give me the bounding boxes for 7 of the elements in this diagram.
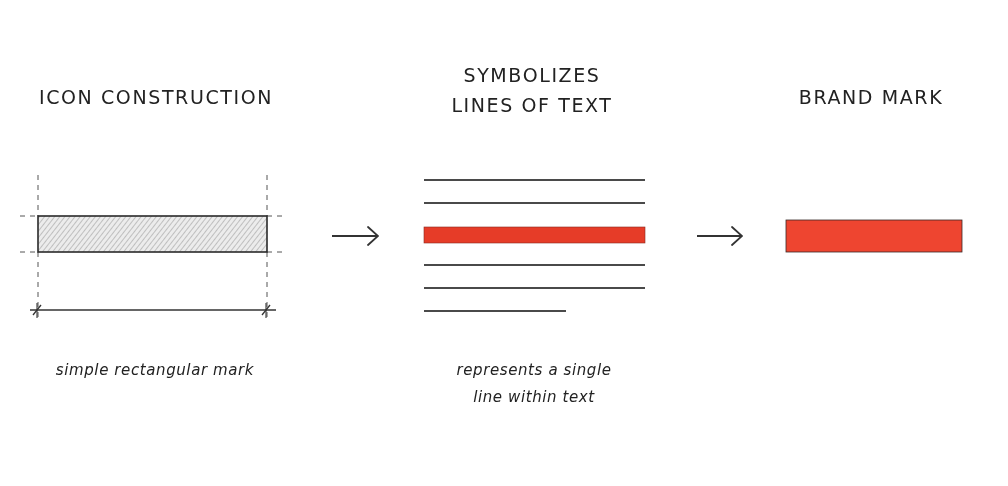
panel-heading: SYMBOLIZES LINES OF TEXT <box>450 63 614 118</box>
panel-heading: ICON CONSTRUCTION <box>37 85 275 110</box>
arrow <box>331 226 379 246</box>
panel-heading: BRAND MARK <box>797 85 945 110</box>
panel-caption: represents a single line within text <box>455 360 613 408</box>
panel-caption: simple rectangular mark <box>54 360 256 381</box>
arrow <box>696 226 743 246</box>
